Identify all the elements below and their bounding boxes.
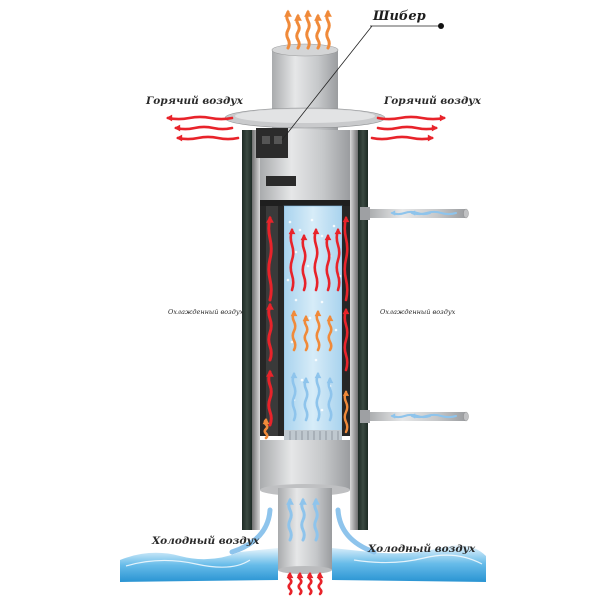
damper-pointer-dot (438, 23, 444, 29)
wavy-arrow-icon (262, 417, 270, 440)
damper-icon[interactable] (256, 128, 288, 158)
water-bubble (294, 298, 298, 302)
wavy-arrow-icon (173, 124, 234, 132)
damper-slot (266, 176, 296, 186)
wavy-arrow-icon (175, 134, 240, 142)
wavy-arrow-icon (299, 497, 307, 542)
wavy-arrow-icon (302, 376, 310, 422)
wavy-arrow-icon (312, 497, 320, 542)
flange-top (235, 109, 375, 123)
wavy-arrow-icon (290, 309, 298, 352)
wavy-arrow-icon (342, 390, 350, 434)
cooled-air-label-right: Охлажденный воздух (380, 308, 456, 316)
wavy-arrow-icon (286, 571, 294, 596)
bottom-inlet-rim (278, 566, 332, 574)
casing-inner-gap-right (350, 130, 358, 530)
water-bubble (332, 224, 336, 228)
wavy-arrow-icon (314, 371, 322, 422)
hot-air-label-left: Горячий воздух (146, 95, 243, 107)
wavy-arrow-icon (288, 227, 296, 292)
bottom-inlet-pipe (278, 488, 332, 570)
wavy-arrow-icon (290, 371, 298, 422)
casing-right-wall (358, 130, 368, 530)
wavy-arrow-icon (370, 134, 435, 142)
wavy-arrow-icon (376, 114, 447, 122)
water-bubble (298, 228, 302, 232)
casing-left-wall (242, 130, 252, 530)
wavy-arrow-icon (410, 413, 457, 419)
wavy-arrow-icon (342, 215, 350, 302)
wavy-arrow-icon (324, 9, 332, 50)
wavy-arrow-icon (314, 13, 322, 50)
cooled-air-label-left: Охлажденный воздух (168, 308, 244, 316)
cold-air-curl-right (335, 507, 377, 555)
water-bubble (300, 378, 304, 382)
water-bubble (320, 234, 324, 238)
casing-inner-gap-left (252, 130, 260, 530)
wavy-arrow-icon (376, 124, 439, 132)
wavy-arrow-icon (326, 376, 334, 422)
cold-water-left (120, 548, 278, 582)
wavy-arrow-icon (296, 571, 304, 596)
wavy-arrow-icon (324, 233, 332, 292)
water-bubble (310, 218, 314, 222)
water-bubble (294, 250, 298, 254)
wavy-arrow-icon (334, 227, 342, 292)
wavy-arrow-icon (266, 369, 274, 427)
water-bubble (320, 300, 324, 304)
wavy-arrow-icon (304, 9, 312, 50)
cold-air-label-left: Холодный воздух (152, 535, 260, 547)
flow-arrows (165, 9, 457, 596)
wavy-arrow-icon (165, 114, 234, 122)
cold-air-curl-left (229, 507, 273, 555)
water-bubble (290, 340, 294, 344)
wavy-arrow-icon (266, 215, 274, 302)
cold-air-label-right: Холодный воздух (368, 543, 476, 555)
water-bubble (286, 278, 290, 282)
water-bubble (314, 358, 318, 362)
wavy-arrow-icon (286, 497, 294, 542)
wavy-arrow-icon (314, 309, 322, 352)
wavy-arrow-icon (266, 302, 274, 362)
wavy-arrow-icon (300, 233, 308, 292)
water-bubble (334, 328, 338, 332)
hot-air-label-right: Горячий воздух (384, 95, 481, 107)
wavy-arrow-icon (342, 307, 350, 372)
damper-label: Шибер (373, 9, 426, 24)
water-bubble (306, 264, 310, 268)
tank-top-rim (260, 200, 350, 206)
wavy-arrow-icon (294, 13, 302, 50)
wavy-arrow-icon (312, 227, 320, 292)
cold-water-right (332, 545, 486, 582)
wavy-arrow-icon (284, 9, 292, 50)
wavy-arrow-icon (326, 314, 334, 352)
lower-inner-pipe (260, 440, 350, 490)
water-bubble (320, 408, 324, 412)
water-bubble (288, 220, 292, 224)
water-bubble (308, 316, 312, 320)
wavy-arrow-icon (302, 314, 310, 352)
wavy-arrow-icon (316, 571, 324, 596)
damper-pointer-line (281, 25, 373, 141)
wavy-arrow-icon (410, 210, 457, 216)
wavy-arrow-icon (306, 571, 314, 596)
water-bubbles (286, 218, 342, 412)
